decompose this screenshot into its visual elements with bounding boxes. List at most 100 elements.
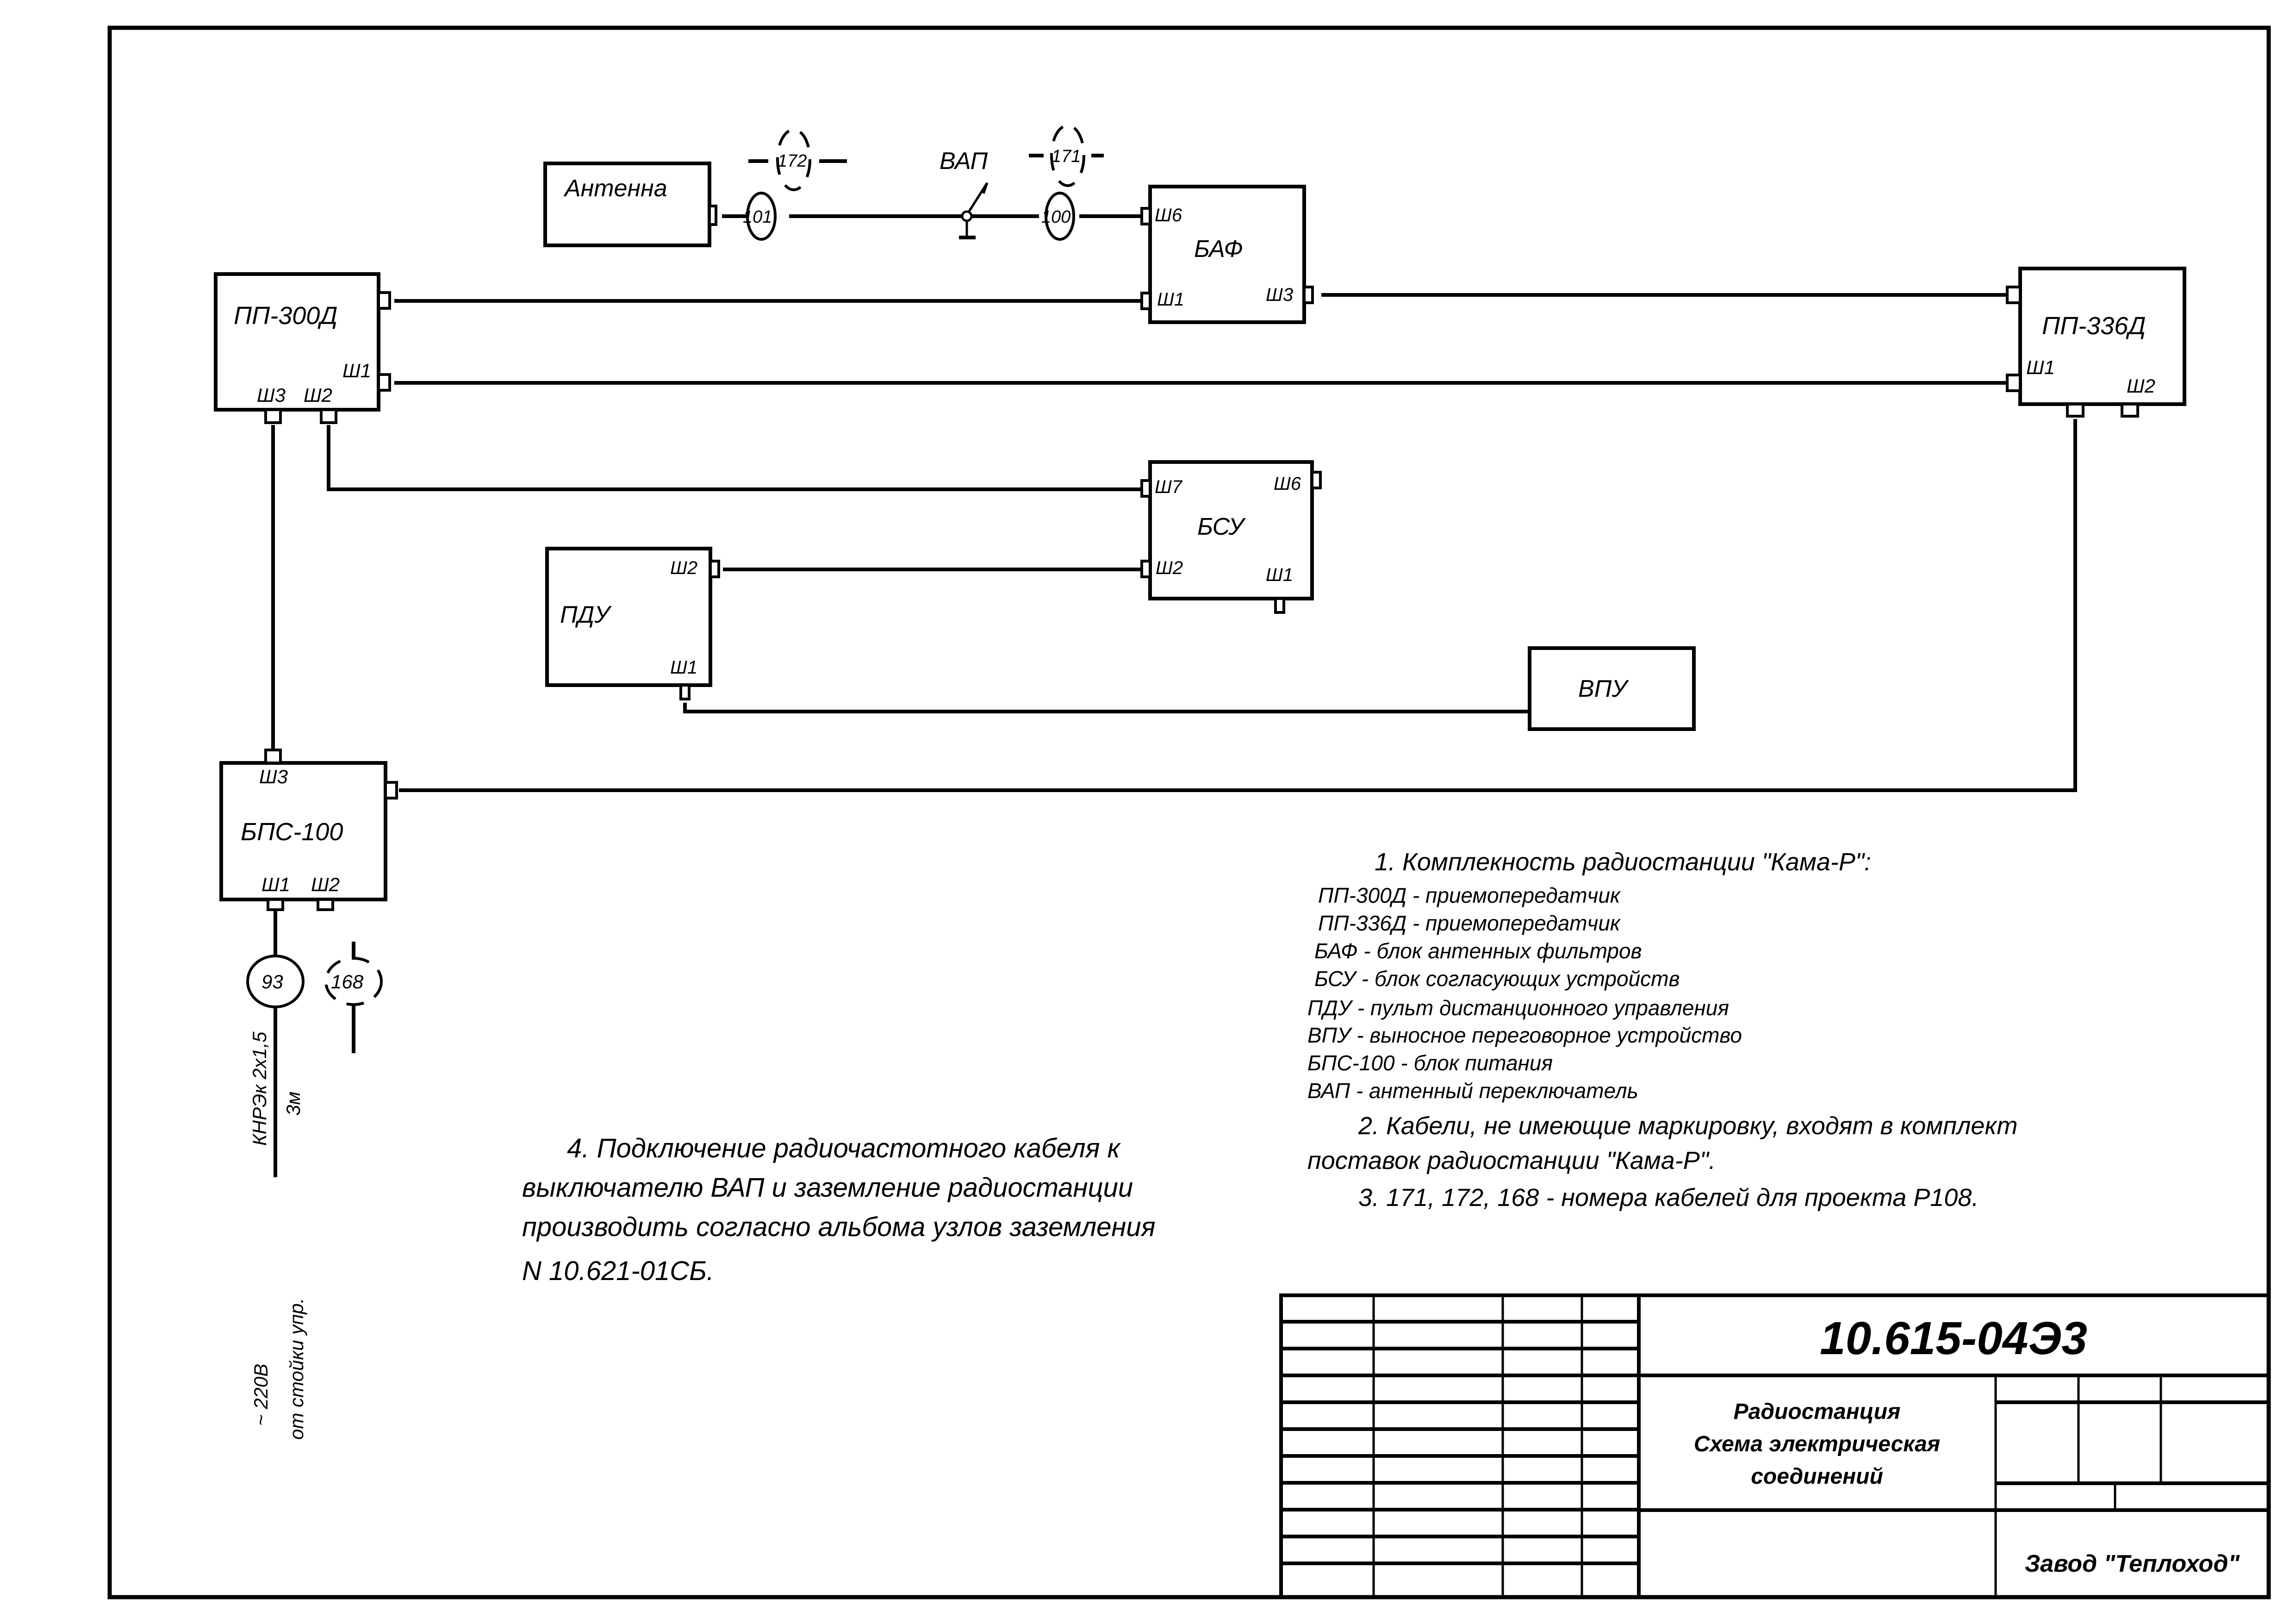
cable-marker-168: 168 xyxy=(324,957,383,1006)
connector-sh2 xyxy=(320,408,337,424)
block-antenna[interactable]: Антенна xyxy=(543,162,717,247)
port-label: Ш7 xyxy=(1155,477,1183,497)
block-label: ПП-336Д xyxy=(2042,312,2146,340)
cable-marker-171: 171 xyxy=(1050,124,1085,187)
connector-sh3 xyxy=(1303,286,1314,304)
note1-item: ПП-336Д - приемопередатчик xyxy=(1318,911,1621,935)
switch-pivot xyxy=(961,210,973,222)
note4-line: выключателю ВАП и заземление радиостанци… xyxy=(522,1173,1133,1203)
connector-sh1 xyxy=(267,898,284,911)
note4-line: 4. Подключение радиочастотного кабеля к xyxy=(567,1133,1121,1163)
port-label: Ш1 xyxy=(2026,356,2055,378)
cable-marker-100: 100 xyxy=(1041,192,1075,241)
port-label: Ш3 xyxy=(1266,285,1293,305)
note2-line2: поставок радиостанции "Кама-Р". xyxy=(1307,1147,1716,1174)
port-label: Ш2 xyxy=(304,384,332,406)
connector-sh7 xyxy=(1140,479,1151,498)
block-vpu[interactable]: ВПУ xyxy=(1528,646,1696,731)
connector-sh2 xyxy=(709,560,720,578)
block-label: Антенна xyxy=(563,175,667,202)
note1-item: ПП-300Д - приемопередатчик xyxy=(1318,883,1621,907)
notes-block: 1. Комплекность радиостанции "Кама-Р": П… xyxy=(522,848,2018,1286)
note1-item: ПДУ - пульт дистанционного управления xyxy=(1307,996,1729,1020)
power-cable-type: КНРЭк 2х1,5 xyxy=(249,1031,270,1146)
wire-pdu-vpu xyxy=(683,703,1528,713)
block-pdu[interactable]: ПДУ Ш2 Ш1 xyxy=(545,547,720,700)
note3: 3. 171, 172, 168 - номера кабелей для пр… xyxy=(1358,1184,1979,1212)
organization-name: Завод "Теплоход" xyxy=(2025,1550,2240,1577)
connector-sh2 xyxy=(2121,403,2139,418)
block-baf[interactable]: БАФ Ш6 Ш1 Ш3 xyxy=(1140,185,1314,324)
connector-sh2 xyxy=(1140,560,1151,578)
doc-title-line: Радиостанция xyxy=(1734,1399,1901,1424)
note2-line1: 2. Кабели, не имеющие маркировку, входят… xyxy=(1358,1112,2018,1140)
connector-top xyxy=(2006,286,2022,304)
connector-sh3 xyxy=(264,408,282,424)
cable-marker-172: 172 xyxy=(776,128,811,191)
connector-sh1 xyxy=(377,373,391,392)
svg-text:100: 100 xyxy=(1041,207,1070,227)
connector-sh1 xyxy=(2006,374,2022,392)
vap-label: ВАП xyxy=(940,148,988,175)
switch-tick xyxy=(982,182,989,194)
block-label: БАФ xyxy=(1194,236,1243,262)
port-label: Ш1 xyxy=(342,360,371,381)
doc-title-line: Схема электрическая xyxy=(1694,1432,1940,1456)
drawing-frame xyxy=(107,25,2271,1599)
port-label: Ш6 xyxy=(1274,474,1301,494)
block-bps100[interactable]: БПС-100 Ш3 Ш1 Ш2 xyxy=(219,749,398,911)
connector-sh6 xyxy=(1140,207,1151,225)
block-bsu[interactable]: БСУ Ш7 Ш6 Ш2 Ш1 xyxy=(1140,460,1322,614)
cable-marker-93: 93 xyxy=(246,955,305,1008)
connector xyxy=(708,205,717,226)
note1-title: 1. Комплекность радиостанции "Кама-Р": xyxy=(1375,848,1871,876)
port-label: Ш1 xyxy=(670,657,697,678)
doc-title-line: соединений xyxy=(1751,1464,1883,1489)
note1-item: БАФ - блок антенных фильтров xyxy=(1314,939,1642,963)
note4-line: производить согласно альбома узлов зазем… xyxy=(522,1212,1156,1242)
wire-bps-pp336d xyxy=(399,419,2077,792)
power-source: от стойки упр. xyxy=(286,1298,307,1440)
wires xyxy=(271,154,2077,1177)
power-voltage: ~ 220В xyxy=(250,1364,272,1426)
block-label: ВПУ xyxy=(1578,675,1629,702)
connector-sh6 xyxy=(1311,471,1322,489)
connector-sh1 xyxy=(1140,292,1151,310)
svg-text:168: 168 xyxy=(331,971,364,993)
connector-sh2 xyxy=(317,898,334,911)
port-label: Ш3 xyxy=(257,384,286,406)
block-pp300d[interactable]: ПП-300Д Ш1 Ш3 Ш2 xyxy=(214,272,391,424)
title-block: 10.615-04Э3 Радиостанция Схема электриче… xyxy=(1279,1293,2271,1599)
vap-switch[interactable]: ВАП xyxy=(940,148,989,239)
port-label: Ш2 xyxy=(1156,558,1183,578)
port-label: Ш2 xyxy=(670,558,697,578)
connector-right xyxy=(384,781,398,800)
port-label: Ш3 xyxy=(259,766,288,787)
svg-text:93: 93 xyxy=(261,971,283,993)
svg-text:101: 101 xyxy=(743,207,772,227)
port-label: Ш1 xyxy=(261,874,290,895)
wire-pp300d-bsu xyxy=(327,425,1145,491)
cable-marker-101: 101 xyxy=(743,192,777,241)
note4-line: N 10.621-01СБ. xyxy=(522,1256,714,1286)
doc-number: 10.615-04Э3 xyxy=(1820,1312,2087,1364)
connector-sh1 xyxy=(679,684,691,700)
power-cable-labels: КНРЭк 2х1,5 3м ~ 220В от стойки упр. xyxy=(249,1031,307,1440)
block-label: БСУ xyxy=(1197,513,1246,540)
power-cable-length: 3м xyxy=(282,1092,304,1116)
svg-text:172: 172 xyxy=(778,151,807,171)
port-label: Ш6 xyxy=(1155,205,1182,225)
block-label: ПДУ xyxy=(560,601,612,628)
connector-bottom xyxy=(2066,403,2084,418)
connector-sh3 xyxy=(264,749,282,764)
block-label: БПС-100 xyxy=(241,818,343,846)
note1-item: ВАП - антенный переключатель xyxy=(1307,1079,1638,1103)
connector-top xyxy=(377,291,391,310)
port-label: Ш2 xyxy=(2127,375,2155,397)
note1-item: ВПУ - выносное переговорное устройство xyxy=(1307,1023,1742,1047)
block-label: ПП-300Д xyxy=(234,302,337,330)
connector-sh1 xyxy=(1274,597,1285,614)
switch-blade xyxy=(967,182,989,213)
block-pp336d[interactable]: ПП-336Д Ш1 Ш2 xyxy=(2006,267,2186,418)
